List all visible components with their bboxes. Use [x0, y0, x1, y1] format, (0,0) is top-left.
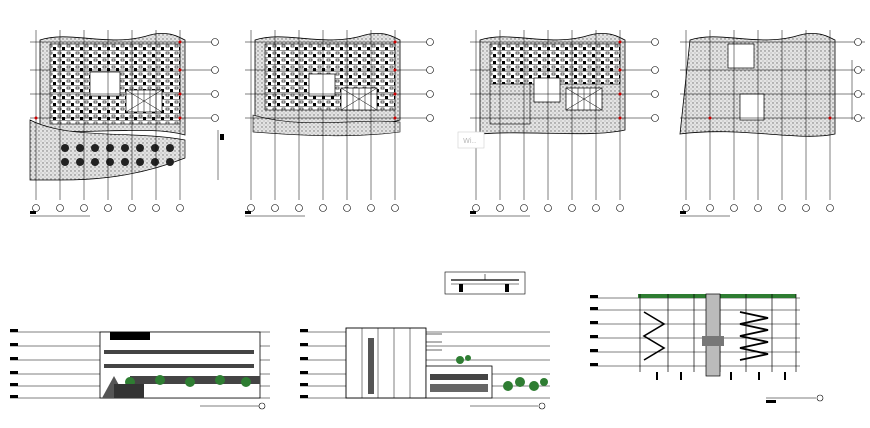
floor-plan-1	[29, 30, 224, 217]
roof-detail	[444, 271, 526, 295]
building-section	[590, 293, 824, 403]
floor-plan-3	[470, 30, 659, 217]
watermark-text: Wi..	[463, 137, 476, 145]
elevation-right	[300, 327, 550, 410]
floor-plan-4-roof	[679, 30, 865, 217]
floor-plan-2	[245, 30, 434, 217]
elevation-left	[10, 329, 270, 410]
watermark: Wi..	[457, 131, 485, 149]
